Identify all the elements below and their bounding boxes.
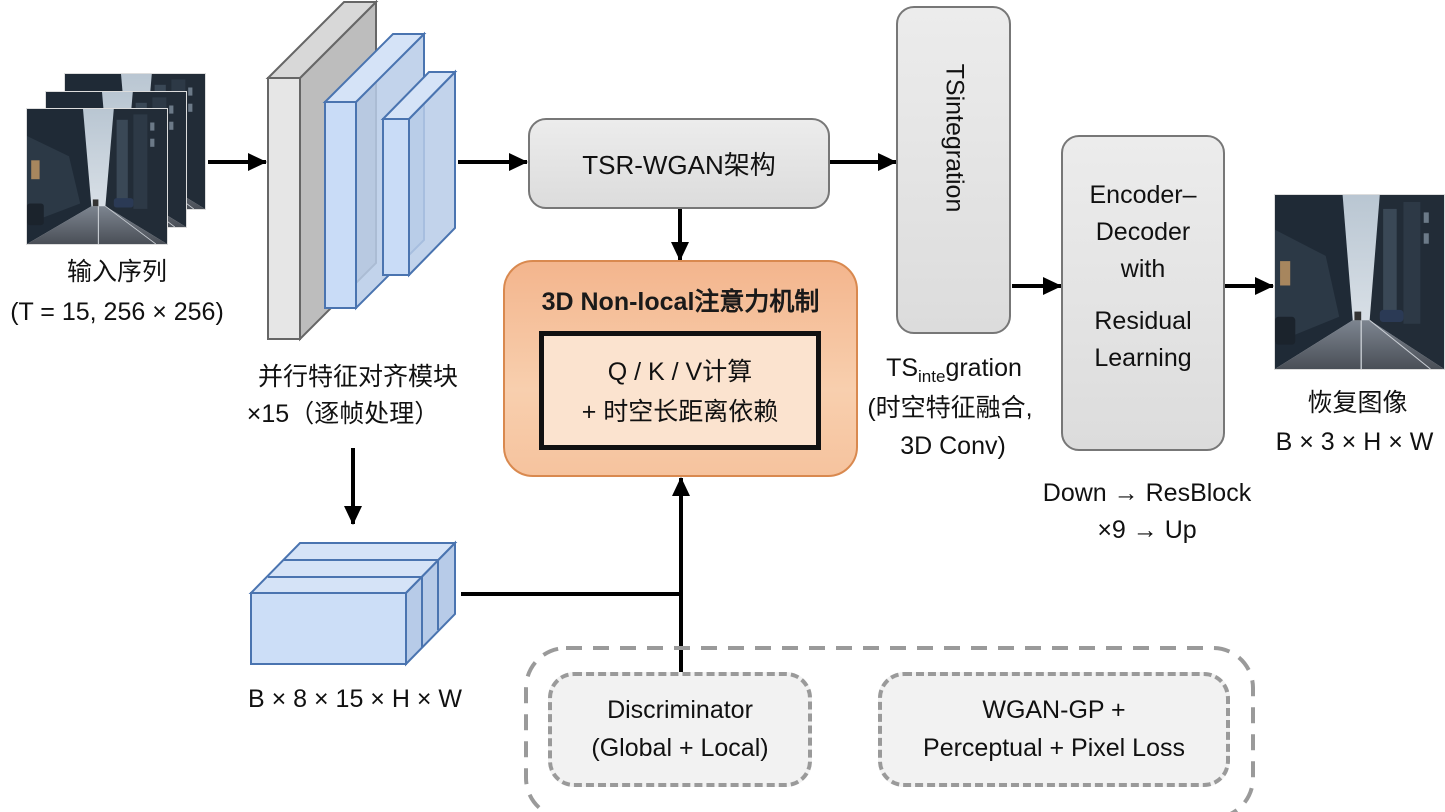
discriminator-box[interactable]: Discriminator (Global + Local): [548, 672, 812, 787]
nonlocal-box[interactable]: 3D Non-local注意力机制 Q / K / V计算 + 时空长距离依赖: [503, 260, 858, 477]
tsintegration-caption-3: 3D Conv): [900, 432, 1006, 460]
encoder-caption-1: Down → ResBlock: [1042, 479, 1252, 507]
tsintegration-box[interactable]: TSintegration: [896, 6, 1011, 334]
tsint-caption-subscript: inte: [918, 367, 946, 386]
tsintegration-caption-1: TSintegration: [866, 352, 1042, 393]
tsint-caption-prefix: TS: [886, 354, 919, 382]
encoder-line3: with: [1120, 255, 1166, 283]
tsr-wgan-box[interactable]: TSR-WGAN架构: [528, 118, 830, 209]
tsr-wgan-label: TSR-WGAN架构: [582, 150, 776, 180]
encoder-line5: Learning: [1094, 344, 1192, 372]
encoder-decoder-box[interactable]: Encoder– Decoder with Residual Learning: [1061, 135, 1225, 451]
feature-align-label-2: ×15（逐帧处理）: [246, 400, 440, 428]
nonlocal-title: 3D Non-local注意力机制: [541, 288, 820, 316]
feature-align-label-1: 并行特征对齐模块: [257, 363, 458, 391]
output-frame: [1274, 194, 1445, 370]
encoder-line2: Decoder: [1095, 218, 1191, 246]
discriminator-line1: Discriminator: [607, 696, 753, 724]
input-frame-front: [26, 108, 168, 245]
output-spec: B × 3 × H × W: [1275, 428, 1434, 456]
discriminator-line2: (Global + Local): [591, 734, 769, 762]
loss-line1: WGAN-GP +: [982, 696, 1126, 724]
loss-line2: Perceptual + Pixel Loss: [923, 734, 1185, 762]
nonlocal-inner-line1: Q / K / V计算: [607, 358, 753, 386]
encoder-line1: Encoder–: [1089, 181, 1197, 209]
input-label: 输入序列: [66, 258, 167, 286]
tsintegration-caption-2: (时空特征融合,: [867, 394, 1033, 422]
tsintegration-box-label: TSintegration: [940, 63, 968, 213]
encoder-line4: Residual: [1094, 307, 1192, 335]
input-frame-stack: [26, 73, 208, 245]
encoder-caption-2: ×9 → Up: [1097, 516, 1197, 544]
input-spec: (T = 15, 256 × 256): [10, 298, 224, 326]
loss-box[interactable]: WGAN-GP + Perceptual + Pixel Loss: [878, 672, 1230, 787]
feature-tensor-label: B × 8 × 15 × H × W: [247, 685, 462, 713]
nonlocal-inner-line2: + 时空长距离依赖: [581, 398, 779, 426]
tsint-caption-suffix: gration: [945, 354, 1022, 382]
output-label: 恢复图像: [1307, 389, 1408, 417]
nonlocal-inner-box: Q / K / V计算 + 时空长距离依赖: [539, 331, 821, 450]
